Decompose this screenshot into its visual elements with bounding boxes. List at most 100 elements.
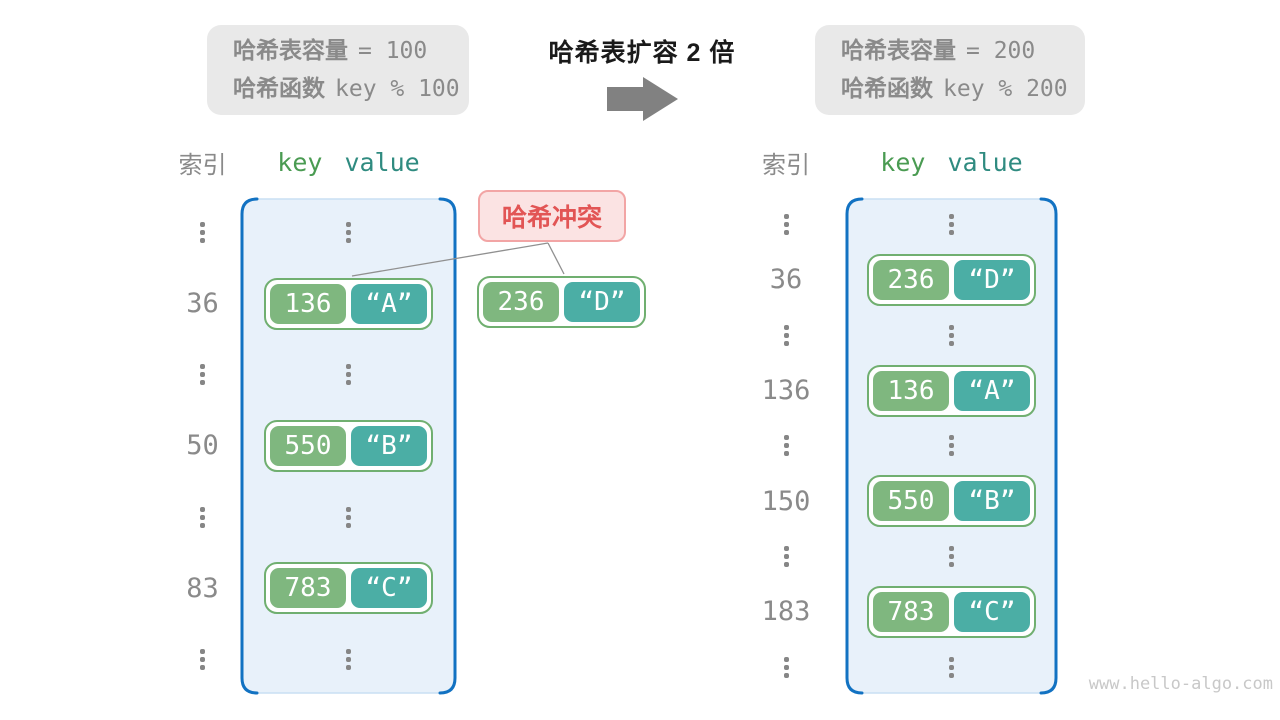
capacity-value: = 100 bbox=[358, 38, 428, 64]
slot-cell: 783“C” bbox=[240, 553, 457, 624]
expand-arrow-icon bbox=[607, 77, 678, 121]
slot-cell: 783“C” bbox=[845, 584, 1058, 639]
key-box: 136 bbox=[873, 370, 949, 411]
value-box: “C” bbox=[954, 591, 1030, 632]
ellipsis-dots bbox=[783, 435, 789, 457]
table-row: 150 550“B” bbox=[740, 474, 1058, 529]
capacity-line: 哈希表容量 = 100 bbox=[233, 34, 469, 68]
index-label: 36 bbox=[186, 288, 219, 320]
slot-cell: 136“A” bbox=[845, 363, 1058, 418]
key-value-header-after: key value bbox=[845, 145, 1058, 179]
capacity-info-box-before: 哈希表容量 = 100 哈希函数 key % 100 bbox=[207, 25, 469, 115]
index-cell: 150 bbox=[740, 474, 832, 529]
ellipsis-dots bbox=[200, 506, 205, 528]
key-value-pair: 136“A” bbox=[867, 364, 1036, 417]
hash-function-value: key % 100 bbox=[335, 76, 460, 102]
key-value-pair: 550“B” bbox=[867, 475, 1036, 528]
slot-cell bbox=[845, 640, 1058, 695]
table-row bbox=[740, 197, 1058, 252]
slot-cell: 550“B” bbox=[240, 410, 457, 481]
ellipsis-dots bbox=[783, 324, 789, 346]
index-cell: 83 bbox=[165, 553, 240, 624]
value-box: “C” bbox=[351, 568, 427, 609]
hash-function-line: 哈希函数 key % 100 bbox=[233, 72, 469, 106]
slot-cell bbox=[845, 418, 1058, 473]
colliding-pair-slot: 236“D” bbox=[477, 276, 646, 328]
key-box: 550 bbox=[270, 425, 346, 466]
table-row bbox=[165, 197, 457, 268]
table-row: 183 783“C” bbox=[740, 584, 1058, 639]
capacity-label: 哈希表容量 bbox=[233, 37, 348, 63]
ellipsis-dots bbox=[949, 546, 954, 568]
hash-function-label: 哈希函数 bbox=[233, 75, 325, 101]
key-box: 550 bbox=[873, 481, 949, 522]
key-value-header-before: key value bbox=[240, 145, 457, 179]
key-value-pair: 783“C” bbox=[264, 562, 433, 615]
index-cell bbox=[740, 197, 832, 252]
index-label: 36 bbox=[769, 264, 803, 296]
table-row: 50 550“B” bbox=[165, 410, 457, 481]
value-box: “A” bbox=[351, 283, 427, 324]
table-row bbox=[740, 640, 1058, 695]
ellipsis-dots bbox=[346, 506, 351, 528]
index-cell bbox=[740, 640, 832, 695]
key-value-pair: 550“B” bbox=[264, 419, 433, 472]
table-row: 83 783“C” bbox=[165, 553, 457, 624]
slot-cell bbox=[240, 482, 457, 553]
watermark: www.hello-algo.com bbox=[1088, 674, 1273, 694]
ellipsis-dots bbox=[949, 214, 954, 236]
table-row bbox=[165, 624, 457, 695]
slot-cell: 136“A” bbox=[240, 268, 457, 339]
index-column-header-after: 索引 bbox=[762, 151, 810, 179]
index-cell bbox=[165, 482, 240, 553]
key-value-pair: 136“A” bbox=[264, 277, 433, 330]
index-label: 83 bbox=[186, 572, 219, 604]
ellipsis-dots bbox=[200, 222, 205, 244]
table-row bbox=[740, 308, 1058, 363]
index-cell bbox=[165, 197, 240, 268]
index-label: 150 bbox=[761, 485, 811, 517]
key-value-pair: 236“D” bbox=[477, 276, 646, 328]
index-cell: 136 bbox=[740, 363, 832, 418]
table-row bbox=[165, 482, 457, 553]
hash-table-before: 36 136“A” 50 550“B” 83 783“C” bbox=[165, 197, 457, 695]
value-box: “A” bbox=[954, 370, 1030, 411]
table-row bbox=[165, 339, 457, 410]
table-row: 36 136“A” bbox=[165, 268, 457, 339]
ellipsis-dots bbox=[783, 656, 789, 678]
index-label: 50 bbox=[186, 430, 219, 462]
capacity-label: 哈希表容量 bbox=[841, 37, 956, 63]
ellipsis-dots bbox=[783, 214, 789, 236]
key-header-label: key bbox=[277, 147, 323, 177]
hash-collision-label: 哈希冲突 bbox=[478, 190, 626, 242]
table-row bbox=[740, 418, 1058, 473]
ellipsis-dots bbox=[783, 546, 789, 568]
ellipsis-dots bbox=[346, 364, 351, 386]
slot-cell bbox=[240, 339, 457, 410]
value-box: “D” bbox=[564, 282, 640, 322]
index-label: 183 bbox=[761, 596, 811, 628]
table-row: 36 236“D” bbox=[740, 252, 1058, 307]
index-cell: 36 bbox=[165, 268, 240, 339]
hash-function-label: 哈希函数 bbox=[841, 75, 933, 101]
slot-cell bbox=[845, 197, 1058, 252]
slot-cell bbox=[845, 308, 1058, 363]
value-header-label: value bbox=[947, 147, 1023, 177]
capacity-line: 哈希表容量= 200 bbox=[841, 34, 1085, 68]
ellipsis-dots bbox=[949, 324, 954, 346]
value-box: “D” bbox=[954, 259, 1030, 300]
ellipsis-dots bbox=[200, 648, 205, 670]
index-cell bbox=[165, 339, 240, 410]
index-cell bbox=[740, 529, 832, 584]
key-box: 136 bbox=[270, 283, 346, 324]
slot-cell bbox=[845, 529, 1058, 584]
key-header-label: key bbox=[880, 147, 926, 177]
slot-cell bbox=[240, 624, 457, 695]
value-header-label: value bbox=[344, 147, 420, 177]
key-box: 236 bbox=[873, 259, 949, 300]
ellipsis-dots bbox=[949, 656, 954, 678]
